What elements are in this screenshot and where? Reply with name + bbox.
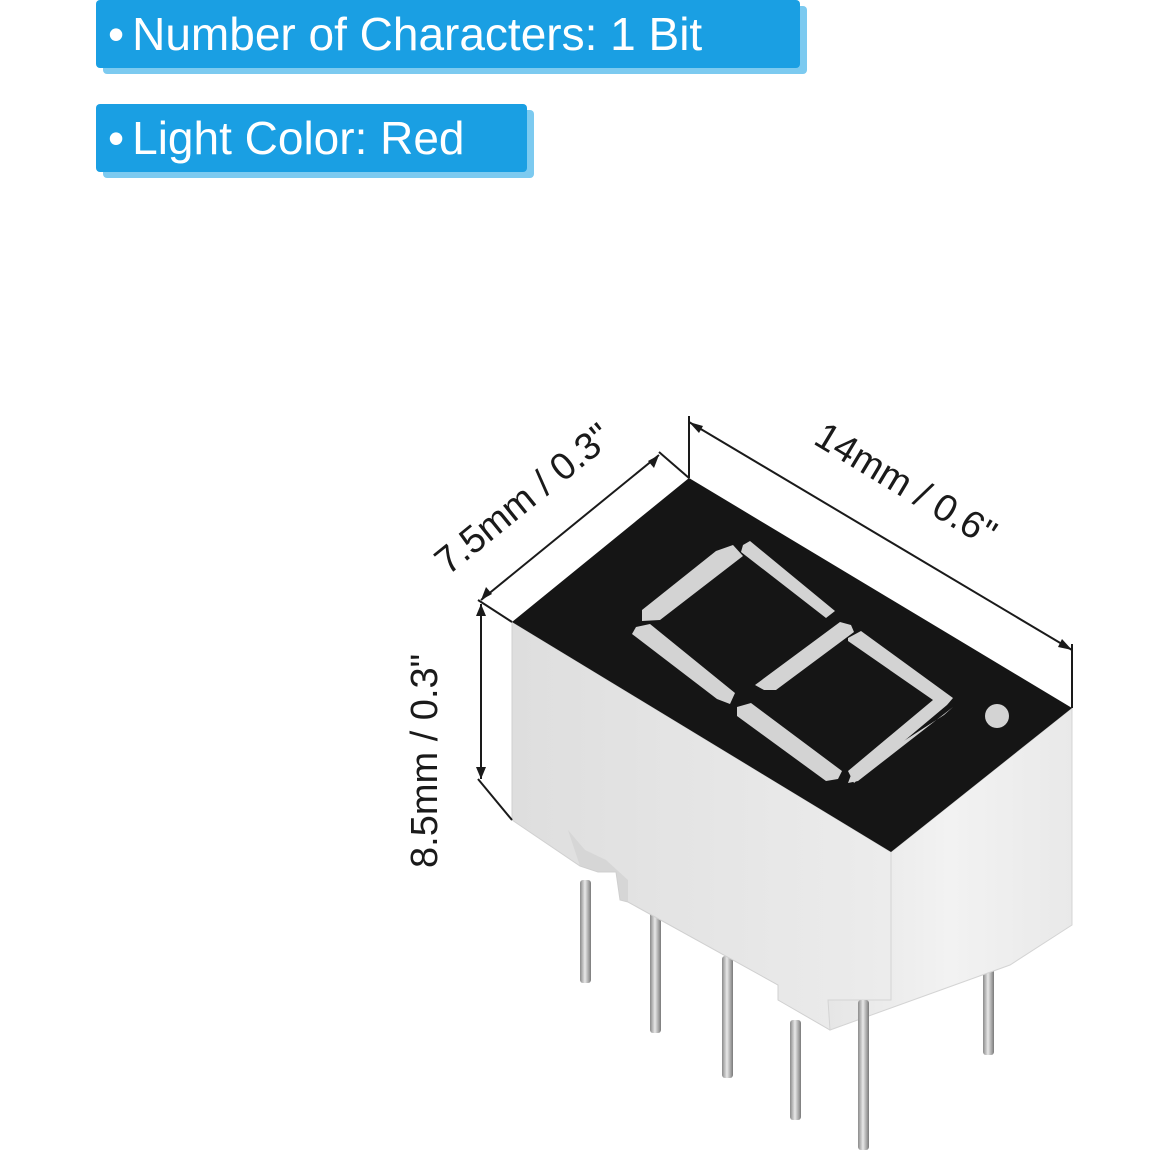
spec-light-color-label: Light Color: Red [132,112,465,164]
bullet-icon: • [108,112,125,164]
segment-f [642,545,743,621]
pin [858,1000,869,1150]
pin [722,956,733,1078]
seven-segment-digit [632,541,1009,783]
pin [580,880,591,983]
back-pins [580,880,994,1078]
pin [650,908,661,1033]
segment-b [755,622,854,690]
segment-c [848,631,953,783]
height-dimension-label: 8.5mm / 0.3" [404,654,446,868]
pin [790,1020,801,1120]
spec-characters-label: Number of Characters: 1 Bit [132,8,703,60]
dimension-lines [476,416,1073,821]
bullet-icon: • [108,8,125,60]
segment-g [632,624,735,704]
width-dimension-label: 14mm / 0.6" [807,415,1003,556]
front-pins [790,1000,869,1150]
pin [983,965,994,1055]
segment-d [848,707,953,783]
segment-e [737,703,842,781]
body-front-side [827,706,1073,1031]
decimal-point [985,704,1009,728]
spec-badge-light-color: •Light Color: Red [96,104,527,172]
spec-badge-characters: •Number of Characters: 1 Bit [96,0,800,68]
segment-a [741,541,835,618]
